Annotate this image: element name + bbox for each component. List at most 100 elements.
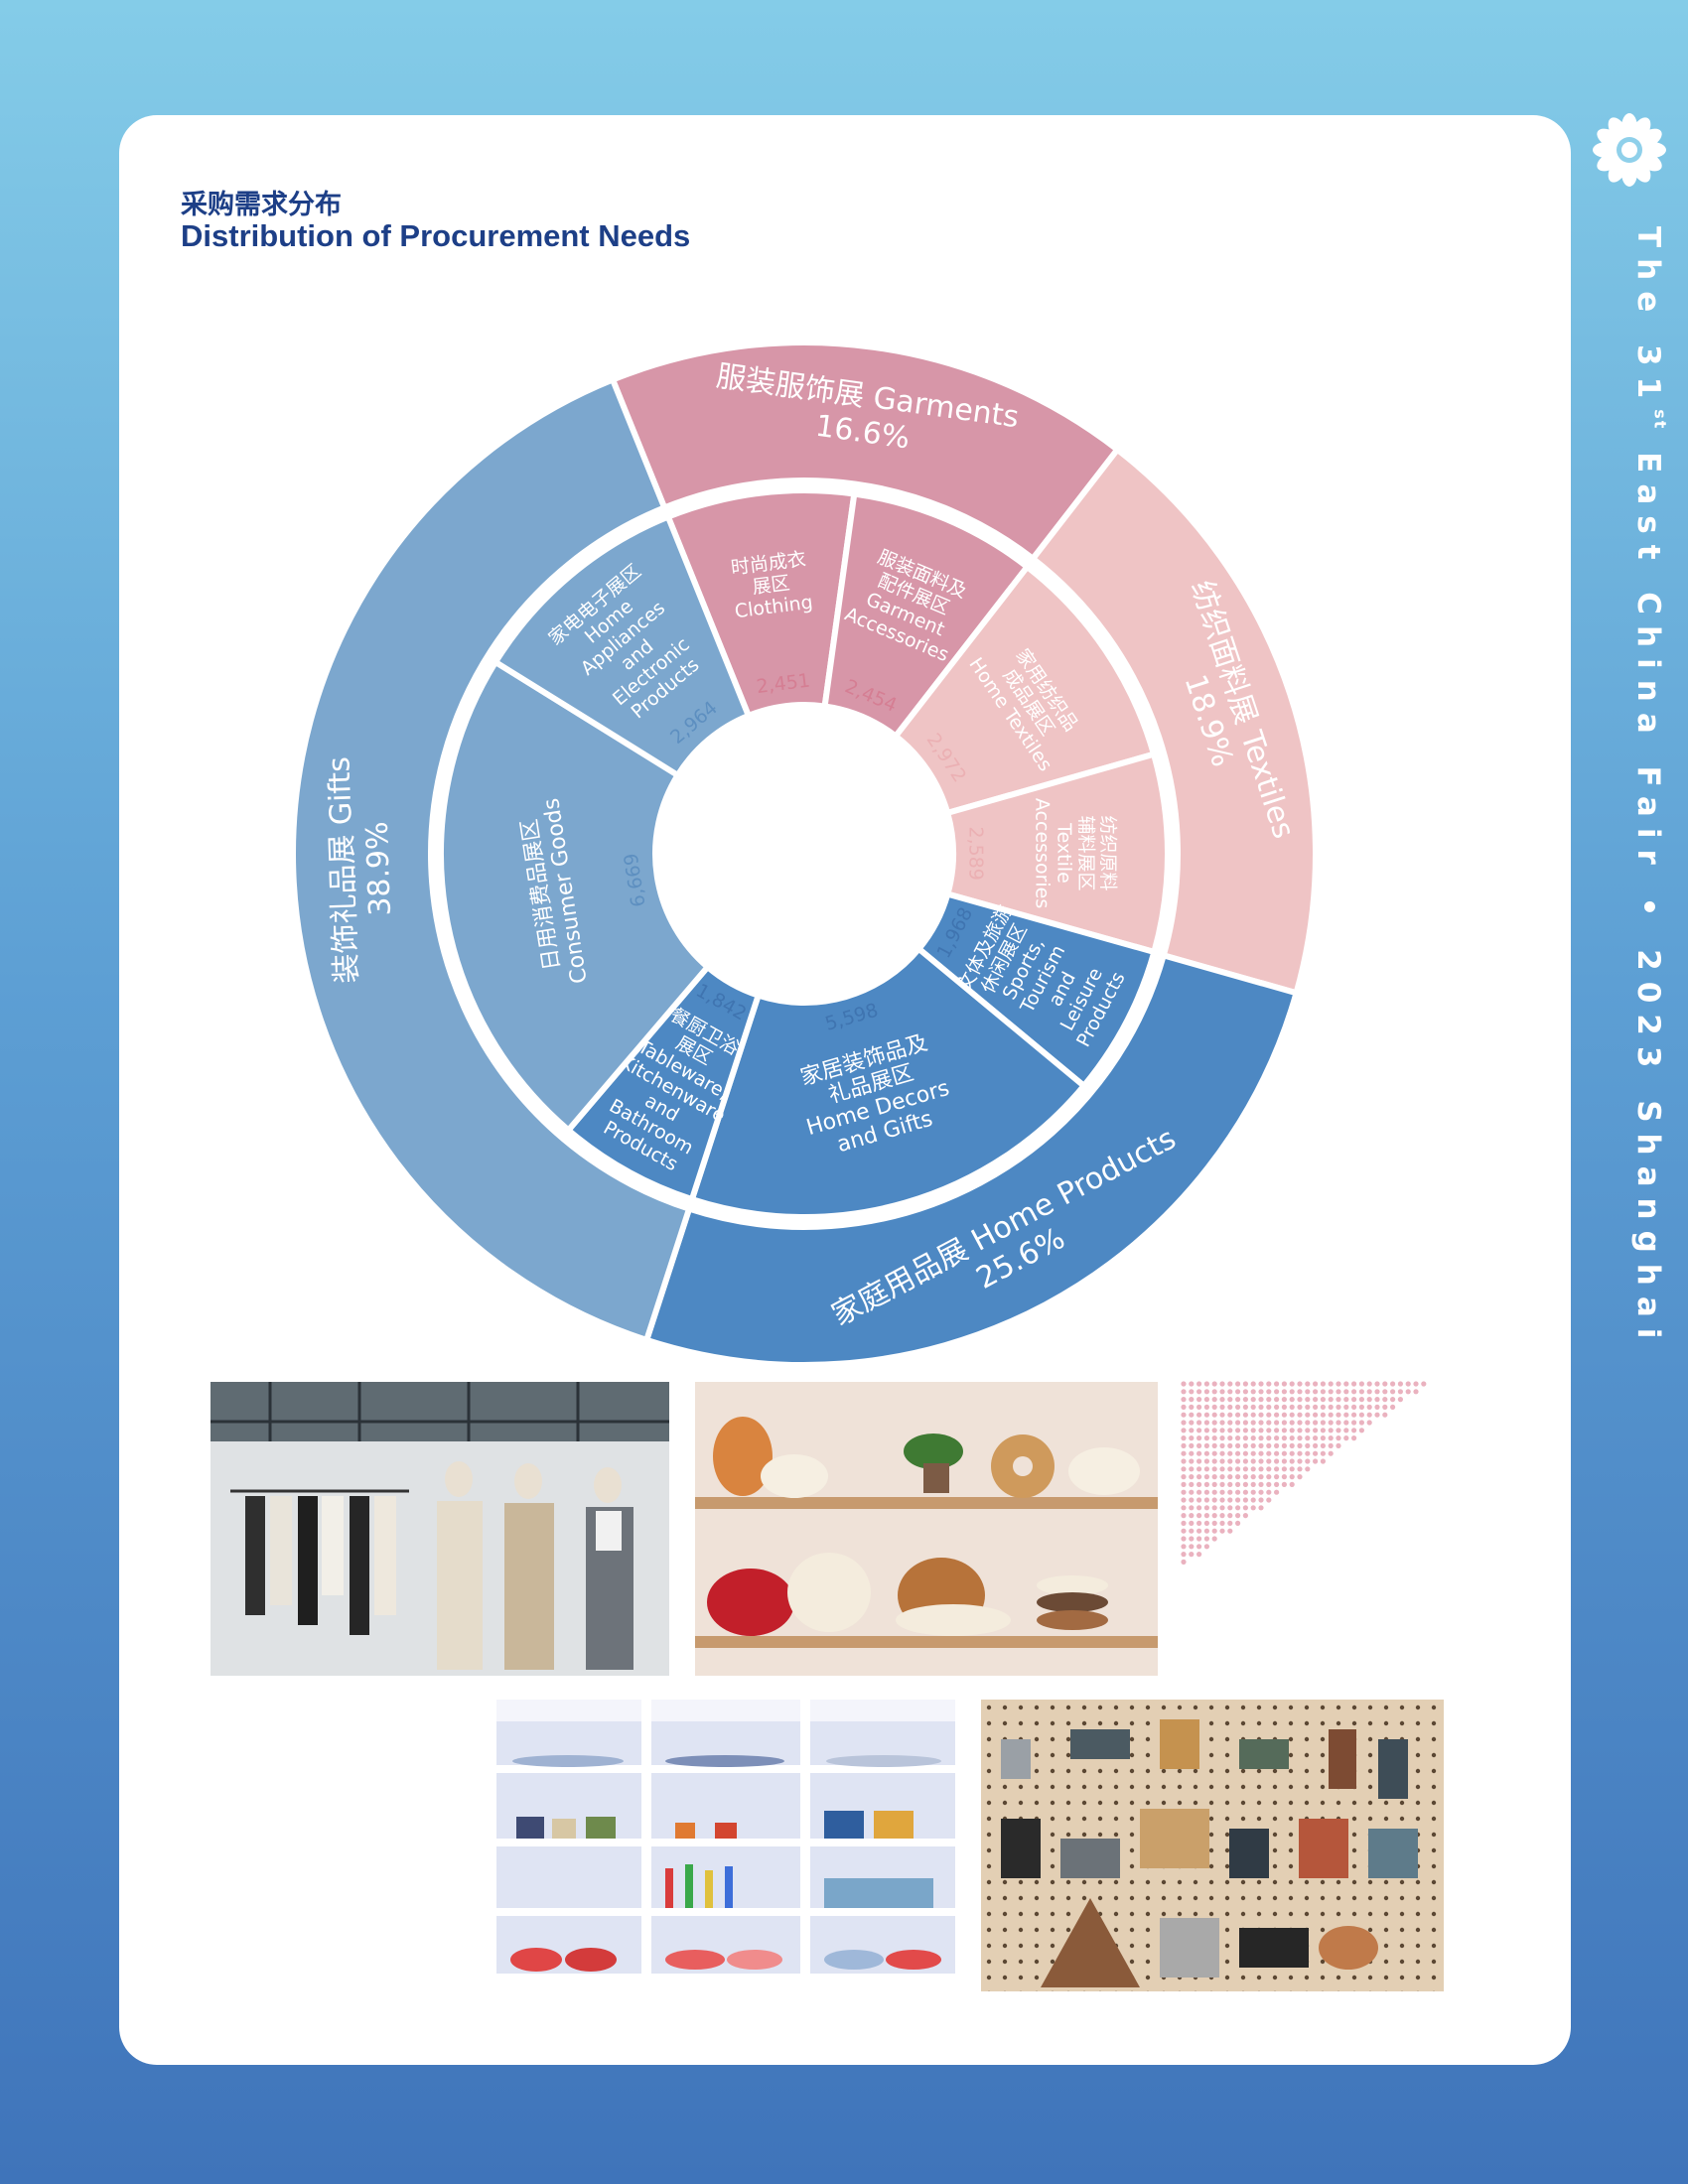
- decor-dot: [1343, 1412, 1349, 1418]
- decor-dot: [1281, 1450, 1287, 1456]
- decor-dot: [1203, 1428, 1209, 1433]
- decor-dot: [1351, 1404, 1357, 1410]
- decor-dot: [1274, 1458, 1280, 1464]
- decor-dot: [1281, 1458, 1287, 1464]
- decor-dot: [1281, 1481, 1287, 1487]
- decor-dot: [1211, 1389, 1217, 1395]
- decor-dot: [1242, 1497, 1248, 1503]
- decor-dot: [1358, 1404, 1364, 1410]
- decor-dot: [1196, 1442, 1202, 1448]
- decor-dot: [1196, 1489, 1202, 1495]
- decor-dot: [1189, 1428, 1195, 1433]
- decor-dot: [1297, 1420, 1303, 1426]
- value-textile-accessories-label-group: 2,589: [964, 826, 986, 880]
- decor-dot: [1196, 1389, 1202, 1395]
- decor-dot: [1203, 1536, 1209, 1542]
- decor-dot: [1219, 1435, 1225, 1441]
- decor-dot: [1266, 1420, 1272, 1426]
- decor-dot: [1189, 1544, 1195, 1550]
- decor-dot: [1289, 1450, 1295, 1456]
- decor-dot: [1328, 1428, 1334, 1433]
- decor-dot: [1203, 1412, 1209, 1418]
- decor-dot: [1274, 1442, 1280, 1448]
- decor-dot: [1235, 1458, 1241, 1464]
- decor-dot: [1219, 1397, 1225, 1403]
- decor-dot: [1211, 1450, 1217, 1456]
- decor-dot: [1313, 1420, 1319, 1426]
- decor-dot: [1289, 1435, 1295, 1441]
- decor-dot: [1320, 1435, 1326, 1441]
- decor-dot: [1181, 1489, 1187, 1495]
- decor-dot: [1196, 1520, 1202, 1526]
- decor-dot: [1336, 1435, 1341, 1441]
- decor-dot: [1242, 1442, 1248, 1448]
- decor-dot: [1181, 1520, 1187, 1526]
- decor-dot: [1258, 1481, 1264, 1487]
- decor-dot: [1211, 1513, 1217, 1519]
- decor-dot: [1274, 1481, 1280, 1487]
- decor-dot: [1189, 1536, 1195, 1542]
- decor-dot: [1181, 1450, 1187, 1456]
- decor-dot: [1189, 1505, 1195, 1511]
- decor-dot: [1297, 1442, 1303, 1448]
- decor-dot: [1211, 1466, 1217, 1472]
- decor-dot: [1289, 1442, 1295, 1448]
- dot-pattern-decoration: [1181, 1381, 1427, 1565]
- outer-segment-home-products: [642, 951, 1301, 1368]
- decor-dot: [1227, 1389, 1233, 1395]
- decor-dot: [1266, 1435, 1272, 1441]
- decor-dot: [1258, 1404, 1264, 1410]
- decor-dot: [1203, 1442, 1209, 1448]
- decor-dot: [1242, 1397, 1248, 1403]
- decor-dot: [1274, 1397, 1280, 1403]
- decor-dot: [1397, 1381, 1403, 1387]
- decor-dot: [1305, 1466, 1311, 1472]
- decor-dot: [1405, 1389, 1411, 1395]
- decor-dot: [1328, 1381, 1334, 1387]
- decor-dot: [1351, 1420, 1357, 1426]
- decor-dot: [1274, 1450, 1280, 1456]
- decor-dot: [1258, 1389, 1264, 1395]
- decor-dot: [1189, 1497, 1195, 1503]
- decor-dot: [1242, 1381, 1248, 1387]
- decor-dot: [1196, 1458, 1202, 1464]
- decor-dot: [1351, 1397, 1357, 1403]
- decor-dot: [1203, 1381, 1209, 1387]
- decor-dot: [1297, 1404, 1303, 1410]
- decor-dot: [1297, 1450, 1303, 1456]
- decor-dot: [1320, 1404, 1326, 1410]
- decor-dot: [1235, 1412, 1241, 1418]
- decor-dot: [1320, 1397, 1326, 1403]
- decor-dot: [1227, 1497, 1233, 1503]
- decor-dot: [1181, 1513, 1187, 1519]
- decor-dot: [1313, 1458, 1319, 1464]
- decor-dot: [1219, 1481, 1225, 1487]
- decor-dot: [1235, 1505, 1241, 1511]
- decor-dot: [1211, 1442, 1217, 1448]
- decor-dot: [1181, 1428, 1187, 1433]
- decor-dot: [1382, 1412, 1388, 1418]
- decor-dot: [1250, 1404, 1256, 1410]
- decor-dot: [1235, 1389, 1241, 1395]
- decor-dot: [1289, 1420, 1295, 1426]
- photo-garments-showroom: [211, 1382, 669, 1676]
- decor-dot: [1250, 1458, 1256, 1464]
- decor-dot: [1305, 1458, 1311, 1464]
- decor-dot: [1313, 1404, 1319, 1410]
- decor-dot: [1211, 1528, 1217, 1534]
- decor-dot: [1281, 1412, 1287, 1418]
- decor-dot: [1320, 1420, 1326, 1426]
- decor-dot: [1211, 1536, 1217, 1542]
- decor-dot: [1219, 1450, 1225, 1456]
- decor-dot: [1266, 1497, 1272, 1503]
- decor-dot: [1274, 1435, 1280, 1441]
- decor-dot: [1227, 1513, 1233, 1519]
- decor-dot: [1181, 1481, 1187, 1487]
- decor-dot: [1219, 1474, 1225, 1480]
- decor-dot: [1405, 1381, 1411, 1387]
- decor-dot: [1297, 1458, 1303, 1464]
- decor-dot: [1351, 1428, 1357, 1433]
- decor-dot: [1196, 1536, 1202, 1542]
